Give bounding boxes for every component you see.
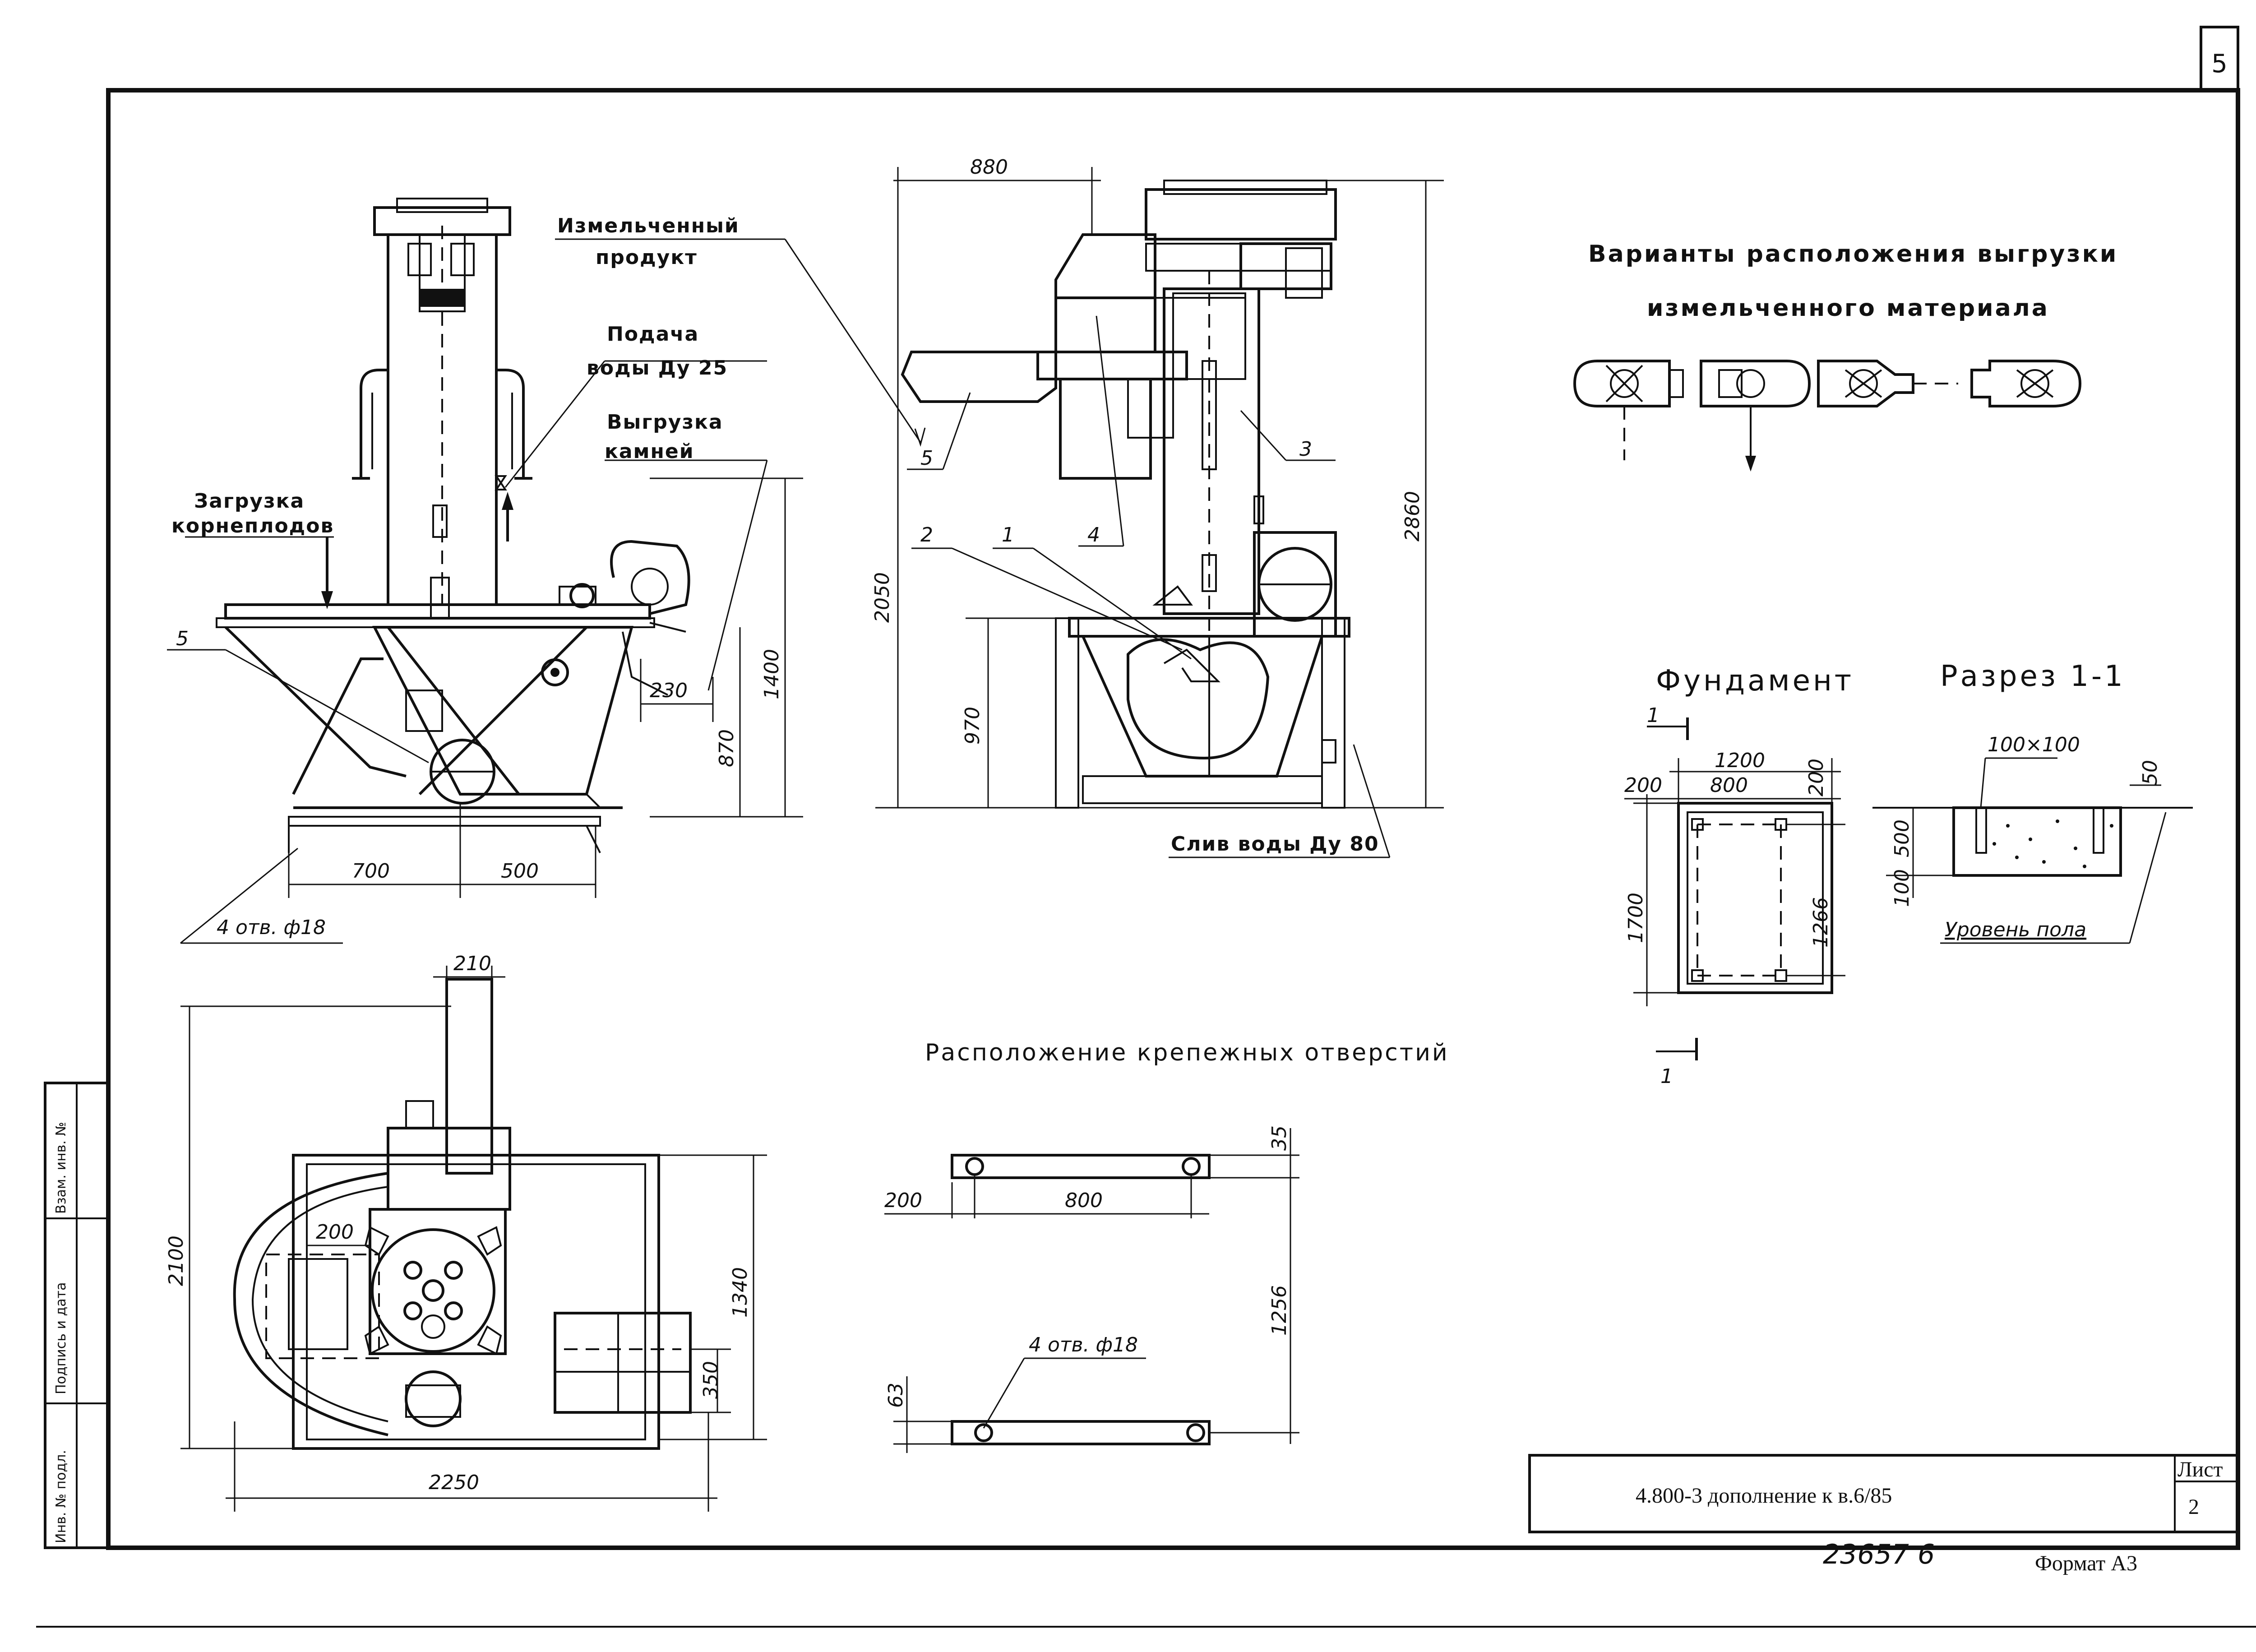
list-label: Лист	[2177, 1458, 2223, 1481]
dim-holes-200: 200	[884, 1189, 922, 1212]
dim-sec-100x100: 100×100	[1988, 733, 2080, 756]
dim-front-970: 970	[961, 707, 984, 745]
foundation-title: Фундамент	[1656, 664, 1854, 698]
variants-title-2: измельченного материала	[1647, 295, 2049, 322]
dim-plan-210: 210	[453, 952, 491, 975]
mount-holes-title: Расположение крепежных отверстий	[925, 1039, 1449, 1066]
dim-side-870: 870	[715, 729, 738, 767]
dim-holes-63: 63	[884, 1383, 907, 1408]
dim-fnd-200a: 200	[1624, 774, 1662, 797]
sheet-frame: 5	[36, 26, 2256, 1628]
section-mark-top: 1	[1647, 704, 1660, 727]
dim-fnd-800: 800	[1710, 774, 1748, 797]
dim-holes-800: 800	[1065, 1189, 1103, 1212]
callout-4: 4	[1087, 523, 1100, 546]
dim-fnd-1700: 1700	[1624, 893, 1647, 943]
dim-plan-200: 200	[316, 1221, 354, 1244]
dim-fnd-1266: 1266	[1809, 897, 1832, 948]
section-mark-bottom: 1	[1660, 1065, 1673, 1088]
dim-front-880: 880	[970, 156, 1008, 179]
dim-plan-350: 350	[699, 1361, 722, 1399]
dim-fnd-200b: 200	[1805, 759, 1828, 796]
side-stamp-swap-inv: Взам. инв. №	[53, 1122, 69, 1214]
foundation-plan: Фундамент 1 1200 200 800 200 1700 1266 1	[1624, 664, 1854, 1088]
page-number: 5	[2211, 49, 2228, 79]
variant-3-icon	[1817, 360, 1958, 407]
label-root-load-1: Загрузка	[194, 490, 305, 513]
dim-plan-2250: 2250	[429, 1471, 479, 1494]
dim-holes-1256: 1256	[1268, 1285, 1291, 1336]
front-view	[901, 180, 1350, 809]
side-stamp-sign-date: Подпись и дата	[53, 1282, 69, 1395]
label-holes-note-side: 4 отв. ф18	[217, 916, 326, 939]
dim-side-1400: 1400	[760, 649, 783, 699]
label-crushed-product-1: Измельченный	[557, 214, 740, 237]
callout-2: 2	[920, 523, 933, 546]
side-stamp-inv-orig: Инв. № подл.	[53, 1450, 69, 1543]
mounting-holes: Расположение крепежных отверстий 35 1256…	[884, 1039, 1449, 1453]
label-water-feed-2: воды Ду 25	[587, 356, 728, 379]
dim-holes-35: 35	[1268, 1125, 1291, 1151]
side-view-annotations: Загрузка корнеплодов Подача воды Ду 25 В…	[167, 323, 803, 944]
dim-sec-50: 50	[2139, 760, 2162, 785]
variants-title-1: Варианты расположения выгрузки	[1588, 241, 2118, 268]
title-block: Лист 2 4.800-3 дополнение к в.6/85 23657…	[1528, 1454, 2239, 1575]
plan-view-annotations: 210 2100 200 1340 350 2250	[165, 952, 767, 1512]
dim-plan-1340: 1340	[729, 1267, 752, 1318]
label-water-feed-1: Подача	[607, 323, 699, 346]
label-stone-unload-2: камней	[605, 440, 694, 463]
callout-5-front: 5	[920, 447, 933, 470]
variant-4-icon	[1970, 360, 2082, 407]
unload-variants: Варианты расположения выгрузки измельчен…	[1573, 241, 2118, 472]
section-1-1: Разрез 1-1 100×100 50 500 100 Уровень по…	[1872, 660, 2193, 944]
callout-5-side: 5	[176, 627, 189, 650]
dim-front-2860: 2860	[1401, 491, 1424, 541]
variant-1-icon	[1573, 360, 1684, 460]
label-water-drain: Слив воды Ду 80	[1171, 833, 1379, 856]
callout-3: 3	[1299, 438, 1312, 461]
dim-side-700: 700	[352, 860, 390, 883]
side-view	[216, 198, 690, 853]
dim-sec-500: 500	[1891, 819, 1914, 857]
front-view-annotations: Измельченный продукт 880 2860 2050 970 5…	[555, 156, 1444, 858]
dim-plan-2100: 2100	[165, 1236, 188, 1286]
label-crushed-product-2: продукт	[596, 246, 698, 269]
paper-format: Формат А3	[2035, 1551, 2137, 1575]
label-root-load-2: корнеплодов	[171, 514, 334, 537]
dim-fnd-1200: 1200	[1715, 749, 1765, 772]
label-stone-unload-1: Выгрузка	[607, 411, 723, 434]
label-mount-holes-note: 4 отв. ф18	[1029, 1333, 1138, 1356]
plan-view	[233, 978, 692, 1450]
section-title: Разрез 1-1	[1940, 660, 2126, 693]
dim-side-230: 230	[650, 679, 688, 702]
doc-code: 4.800-3 дополнение к в.6/85	[1636, 1484, 1892, 1508]
side-stamp: Инв. № подл. Подпись и дата Взам. инв. №	[44, 1082, 110, 1549]
dim-side-500: 500	[501, 860, 539, 883]
inventory-number: 23657 6	[1823, 1539, 1935, 1570]
list-value: 2	[2188, 1495, 2199, 1519]
dim-front-2050: 2050	[871, 572, 894, 623]
callout-1: 1	[1002, 523, 1014, 546]
label-floor-level: Уровень пола	[1945, 918, 2086, 941]
variant-2-icon	[1700, 360, 1811, 472]
